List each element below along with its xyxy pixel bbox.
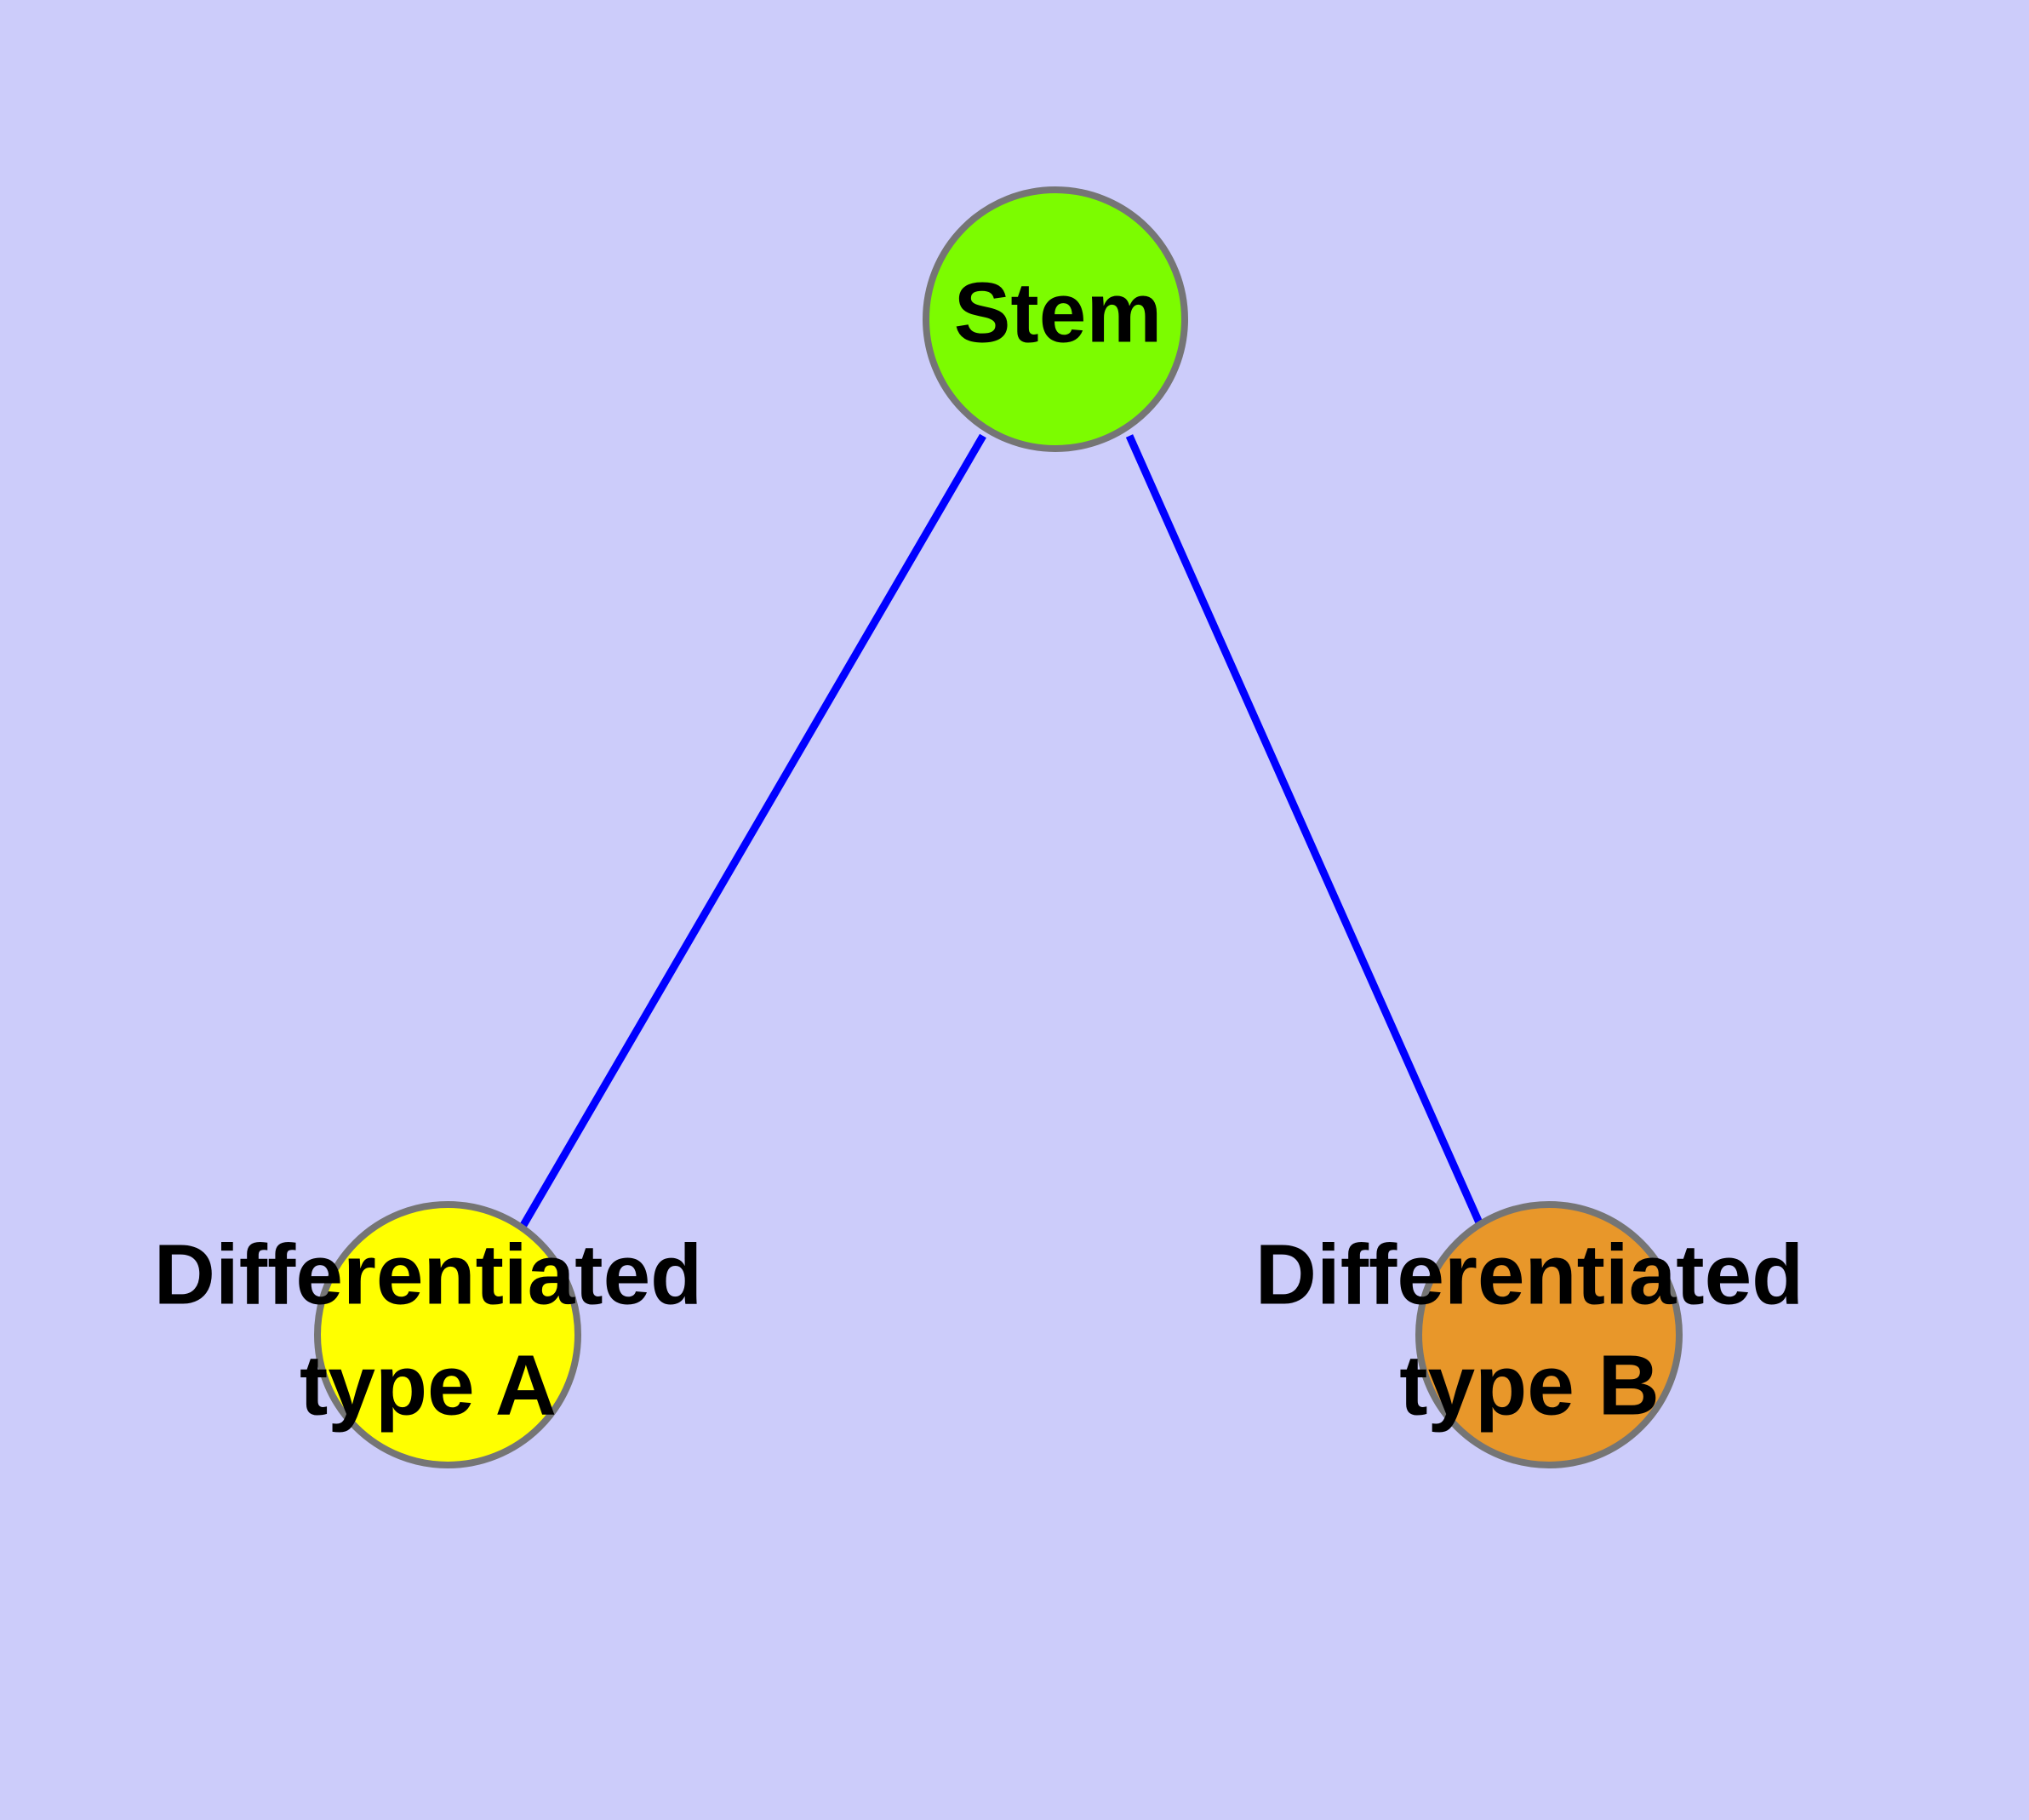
node-diff-b-label-line-1: Differentiated [1255,1227,1804,1322]
node-diff-a-label-line-2: type A [300,1337,557,1433]
label-layer: Stem Differentiated type A Differentiate… [154,265,1804,1433]
node-diff-b[interactable] [1415,1201,1683,1468]
node-diff-a-circle[interactable] [314,1201,581,1468]
node-diff-b-circle[interactable] [1415,1201,1683,1468]
node-stem[interactable] [923,186,1188,452]
node-layer [314,186,1683,1468]
edge-stem-to-diff-a[interactable] [519,433,986,1229]
node-stem-circle[interactable] [923,186,1188,452]
edge-stem-to-diff-b[interactable] [1125,434,1486,1230]
node-diff-a-label-line-1: Differentiated [154,1227,703,1322]
node-diff-a[interactable] [314,1201,581,1468]
edge-layer [519,433,1486,1230]
node-diff-b-label-line-2: type B [1399,1337,1660,1433]
node-stem-label: Stem [954,265,1163,360]
